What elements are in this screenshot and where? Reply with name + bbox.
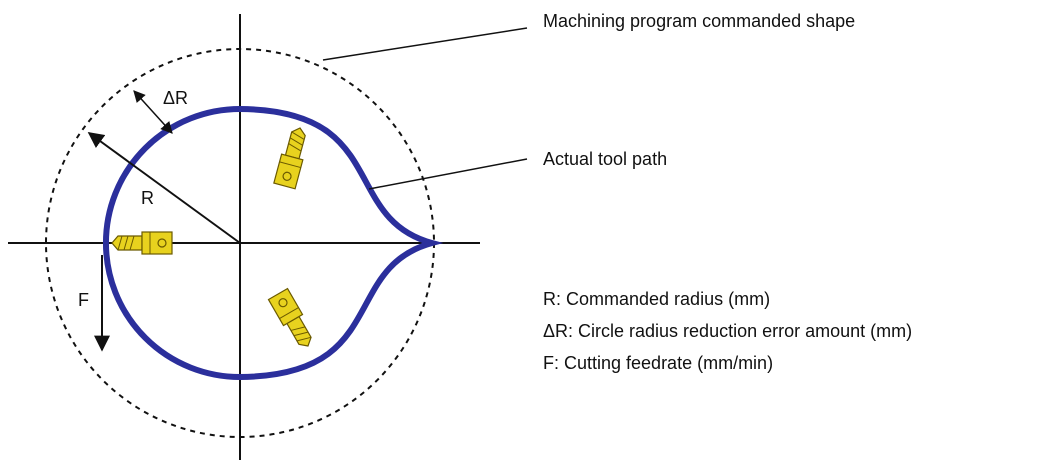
legend-item-delta-r: ΔR: Circle radius reduction error amount… <box>543 321 912 341</box>
legend: R: Commanded radius (mm) ΔR: Circle radi… <box>543 289 912 373</box>
radius-arrow <box>87 132 241 244</box>
legend-item-feedrate: F: Cutting feedrate (mm/min) <box>543 353 773 373</box>
commanded-shape-label: Machining program commanded shape <box>543 11 855 31</box>
radius-symbol: R <box>141 188 154 208</box>
end-mill-icon-left <box>111 231 173 255</box>
actual-path-leader <box>368 158 528 190</box>
feed-symbol: F <box>78 290 89 310</box>
end-mill-icon-lower <box>267 287 312 347</box>
delta-r-symbol: ΔR <box>163 88 188 108</box>
commanded-shape-leader <box>322 27 528 61</box>
delta-r-arrow <box>133 90 173 134</box>
end-mill-icon-upper <box>273 127 306 190</box>
actual-path-label: Actual tool path <box>543 149 667 169</box>
legend-item-radius: R: Commanded radius (mm) <box>543 289 770 309</box>
actual-tool-path <box>103 105 444 381</box>
